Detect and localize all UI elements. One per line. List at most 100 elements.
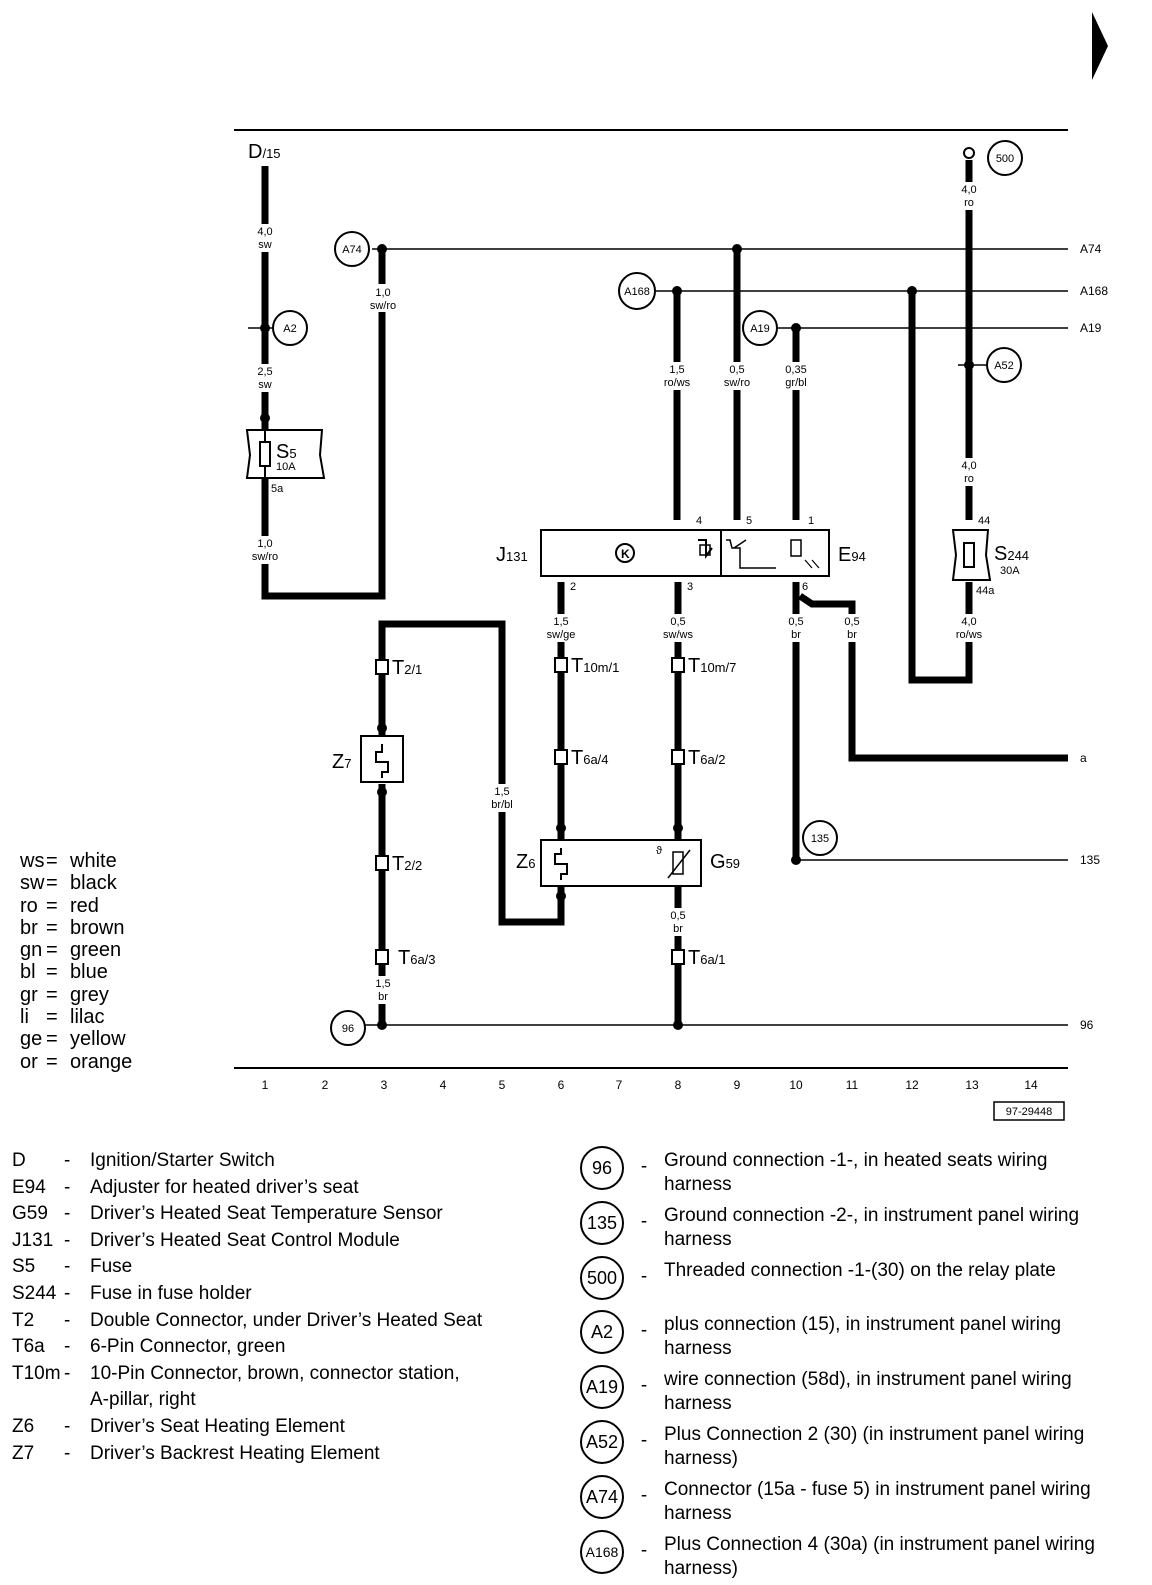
connector-t2-1: T2/1 <box>375 657 422 679</box>
legend-abbr: ws <box>20 850 45 872</box>
wire-label-s244-out: 4,0 ro/ws <box>950 614 990 642</box>
legend-abbr: ge <box>20 1028 43 1051</box>
key-dash: - <box>640 1211 648 1232</box>
component-description: Driver’s Heated Seat Temperature Sensor <box>90 1203 443 1225</box>
circle-135: 135 <box>802 820 838 856</box>
svg-text:br: br <box>673 923 683 935</box>
component-code: S5 <box>12 1256 36 1278</box>
key-dash: - <box>64 1282 71 1304</box>
svg-text:T2/2: T2/2 <box>392 853 422 875</box>
wiring-diagram: A74 A2 A168 A19 A52 500 135 96 A74 A168 … <box>234 12 1108 1121</box>
svg-text:sw/ro: sw/ro <box>370 300 396 312</box>
component-code: Z7 <box>12 1442 35 1464</box>
connection-key-row: 135-Ground connection -2-, in instrument… <box>580 1201 1114 1252</box>
svg-text:sw/ro: sw/ro <box>252 551 278 563</box>
svg-text:T10m/7: T10m/7 <box>688 655 736 677</box>
svg-text:1,5: 1,5 <box>553 616 568 628</box>
wire-label-c500-a52: 4,0 ro <box>956 182 982 210</box>
legend-equals: = <box>46 961 58 984</box>
legend-row: bl=blue <box>20 961 132 983</box>
terminal-500 <box>963 147 975 159</box>
legend-abbr: li <box>20 1006 29 1029</box>
svg-text:1,0: 1,0 <box>375 287 390 299</box>
legend-row: ge=yellow <box>20 1028 132 1050</box>
connection-id-circle: A19 <box>580 1365 624 1409</box>
svg-text:gr/bl: gr/bl <box>785 377 806 389</box>
component-code <box>12 1387 64 1414</box>
component-key-row: T2-Double Connector, under Driver’s Heat… <box>12 1308 520 1335</box>
connection-description: Plus Connection 4 (30a) (in instrument p… <box>664 1534 1095 1579</box>
svg-text:sw: sw <box>258 239 272 251</box>
wire-label-z6-loop: 1,5 br/bl <box>484 784 522 812</box>
legend-row: gn=green <box>20 939 132 961</box>
svg-text:br: br <box>791 629 801 641</box>
component-key-row: G59-Driver’s Heated Seat Temperature Sen… <box>12 1201 520 1228</box>
svg-text:30A: 30A <box>1000 565 1020 577</box>
svg-text:0,5: 0,5 <box>729 364 744 376</box>
connection-description: plus connection (15), in instrument pane… <box>664 1314 1062 1359</box>
column-number: 10 <box>789 1078 803 1092</box>
legend-color-name: orange <box>70 1050 133 1073</box>
svg-text:1,0: 1,0 <box>257 538 272 550</box>
rail-label-a74: A74 <box>1080 242 1102 256</box>
legend-equals: = <box>46 1028 58 1051</box>
svg-text:A168: A168 <box>624 286 650 298</box>
connection-id-circle: A74 <box>580 1475 624 1519</box>
control-module-j131: K J131 E94 4 5 1 2 3 6 <box>496 515 866 593</box>
svg-text:5a: 5a <box>271 483 284 495</box>
connection-id-circle: 500 <box>580 1256 624 1300</box>
column-number: 9 <box>734 1078 741 1092</box>
svg-text:0,35: 0,35 <box>785 364 806 376</box>
component-key-row: D-Ignition/Starter Switch <box>12 1148 520 1175</box>
svg-text:5: 5 <box>746 515 752 527</box>
component-description: Driver’s Seat Heating Element <box>90 1415 345 1437</box>
backrest-heating-element-z7: Z7 <box>332 735 404 783</box>
wire-label-t6a3-96: 1,5 br <box>369 976 397 1004</box>
connection-key-row: A168-Plus Connection 4 (30a) (in instrum… <box>580 1530 1114 1581</box>
rail-label-135: 135 <box>1080 853 1100 867</box>
component-code: E94 <box>12 1176 46 1198</box>
wire-label-a74-drop: 1,0 sw/ro <box>362 284 404 312</box>
connection-id-circle: A52 <box>580 1420 624 1464</box>
svg-text:A52: A52 <box>994 360 1014 372</box>
legend-abbr: sw <box>20 872 45 895</box>
connection-id-circle: A168 <box>580 1530 624 1574</box>
svg-text:0,5: 0,5 <box>788 616 803 628</box>
svg-text:44a: 44a <box>976 585 995 597</box>
wire-label-a168-j4: 1,5 ro/ws <box>655 362 699 390</box>
connection-key-row: A52-Plus Connection 2 (30) (in instrumen… <box>580 1420 1114 1471</box>
svg-text:sw/ge: sw/ge <box>547 629 576 641</box>
svg-text:135: 135 <box>811 833 829 845</box>
svg-text:0,5: 0,5 <box>670 910 685 922</box>
component-description: Driver’s Heated Seat Control Module <box>90 1229 400 1251</box>
svg-text:ro: ro <box>964 197 974 209</box>
column-number: 13 <box>965 1078 979 1092</box>
svg-text:T6a/3: T6a/3 <box>398 947 436 969</box>
component-description: Driver’s Backrest Heating Element <box>90 1442 380 1464</box>
legend-color-name: blue <box>70 961 108 984</box>
key-dash: - <box>640 1430 648 1451</box>
column-number: 1 <box>262 1078 269 1092</box>
wire-label-a52-s244: 4,0 ro <box>956 458 982 486</box>
connector-t6a-1: T6a/1 <box>671 947 726 969</box>
svg-text:G59: G59 <box>710 851 740 873</box>
svg-text:A2: A2 <box>283 323 296 335</box>
legend-abbr: gr <box>20 983 38 1006</box>
svg-text:ϑ: ϑ <box>656 845 662 857</box>
component-description: 10-Pin Connector, brown, connector stati… <box>90 1362 460 1384</box>
svg-text:S244: S244 <box>994 543 1029 565</box>
svg-text:T6a/2: T6a/2 <box>688 747 726 769</box>
wire-label-g59-gnd: 0,5 br <box>665 908 693 936</box>
connection-key-row: 96-Ground connection -1-, in heated seat… <box>580 1146 1114 1197</box>
fuse-s5: S5 10A 5a <box>245 420 326 495</box>
column-number: 6 <box>558 1078 565 1092</box>
svg-text:br/bl: br/bl <box>491 799 512 811</box>
legend-equals: = <box>46 1050 58 1073</box>
component-key-row: Z6-Driver’s Seat Heating Element <box>12 1414 520 1441</box>
key-dash: - <box>64 1150 71 1171</box>
wire-label-e6-135: 0,5 br <box>782 614 810 642</box>
connection-key: 96-Ground connection -1-, in heated seat… <box>580 1146 1114 1585</box>
svg-text:4,0: 4,0 <box>961 616 976 628</box>
